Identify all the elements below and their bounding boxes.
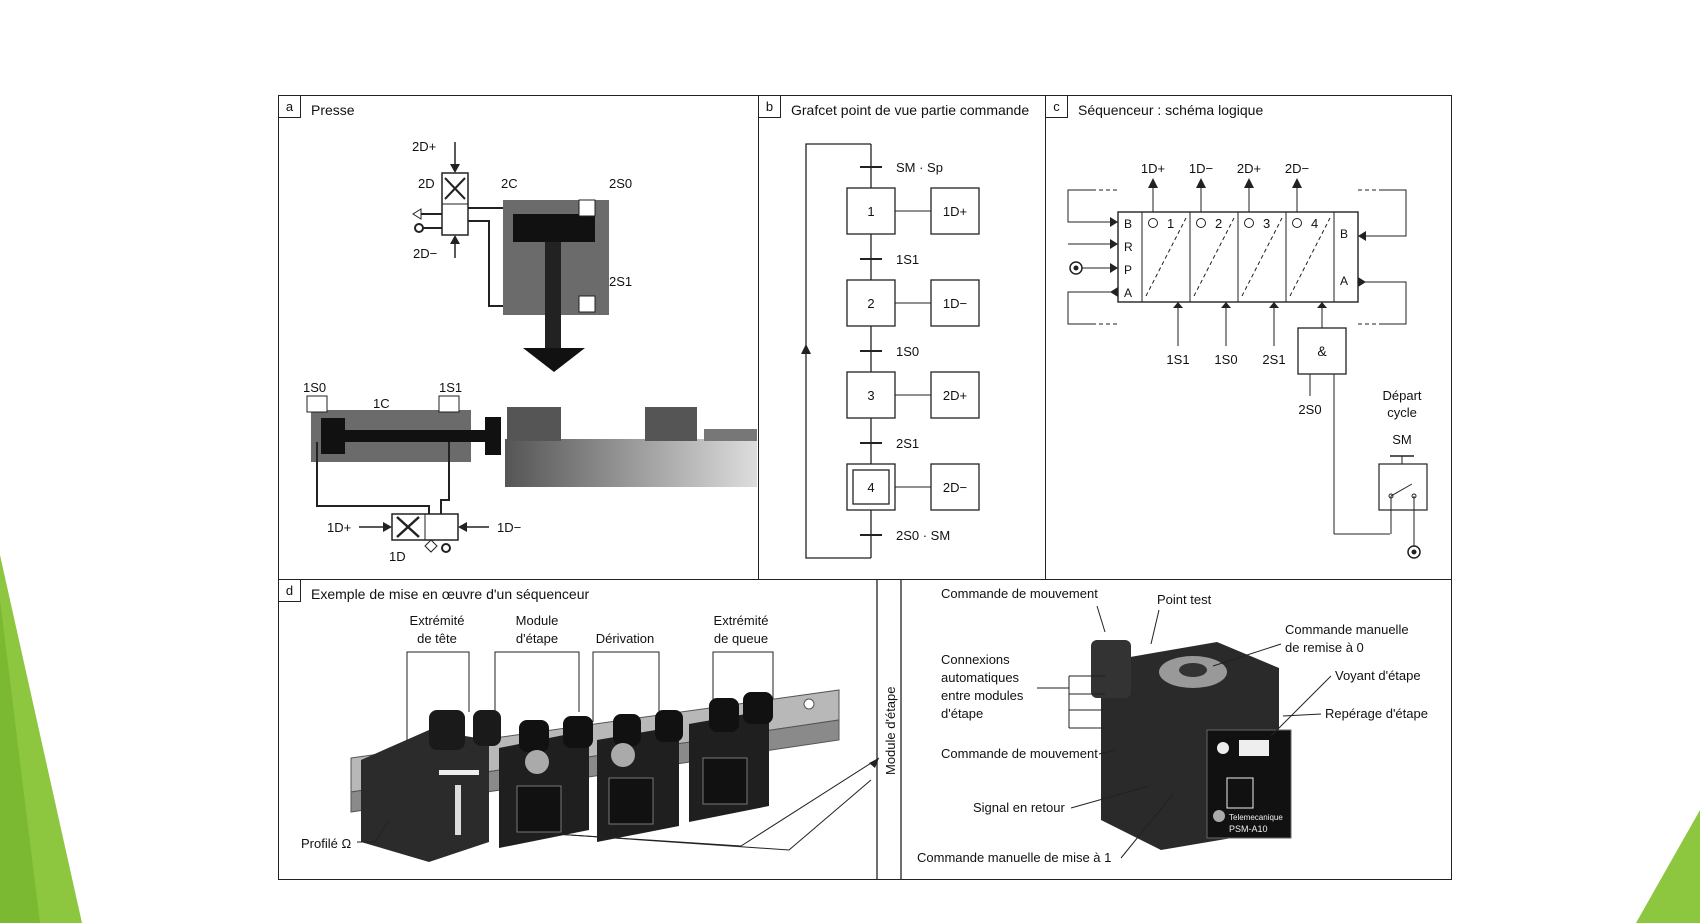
port-left-p: P [1124, 263, 1132, 277]
transition-2: 1S0 [896, 344, 919, 359]
grafcet-diagram: SM · Sp 1S1 1S0 2S1 2S0 · SM 1 2 3 4 1D+ [801, 143, 980, 559]
step-4: 4 [867, 480, 874, 495]
voyant-label: Voyant d'étape [1335, 668, 1421, 683]
derivation-label: Dérivation [596, 631, 655, 646]
switch-label: SM [1392, 432, 1412, 447]
reperage-label: Repérage d'étape [1325, 706, 1428, 721]
cmd-mouvement-top: Commande de mouvement [941, 586, 1098, 601]
input-1: 1S1 [1166, 352, 1189, 367]
label-2s1: 2S1 [609, 274, 632, 289]
panel-c-letter: c [1046, 96, 1068, 118]
label-1d-minus: 1D− [497, 520, 521, 535]
panel-b: b Grafcet point de vue partie commande S… [759, 96, 1046, 580]
port-right-b: B [1340, 227, 1348, 241]
label-2s0: 2S0 [609, 176, 632, 191]
panel-b-letter: b [759, 96, 781, 118]
connexions-4: d'étape [941, 706, 983, 721]
connexions-2: automatiques [941, 670, 1020, 685]
label-2d-minus: 2D− [413, 246, 437, 261]
transition-3: 2S1 [896, 436, 919, 451]
panel-d-title: Exemple de mise en œuvre d'un séquenceur [311, 586, 590, 602]
module-label-1: Module [516, 613, 559, 628]
step-2: 2 [867, 296, 874, 311]
cell-1: 1 [1167, 216, 1174, 231]
label-1s0: 1S0 [303, 380, 326, 395]
head-label-1: Extrémité [410, 613, 465, 628]
tail-label-2: de queue [714, 631, 768, 646]
label-1d: 1D [389, 549, 406, 564]
panel-a-letter: a [279, 96, 301, 118]
label-1d-plus: 1D+ [327, 520, 351, 535]
start-label-1: Départ [1382, 388, 1421, 403]
cell-3: 3 [1263, 216, 1270, 231]
action-4: 2D− [943, 480, 967, 495]
port-right-a: A [1340, 274, 1348, 288]
panel-d-letter: d [279, 580, 301, 602]
manual-reset-1: Commande manuelle [1285, 622, 1409, 637]
output-3: 2D+ [1237, 161, 1261, 176]
transition-0: SM · Sp [896, 160, 943, 175]
step-1: 1 [867, 204, 874, 219]
label-2d-plus: 2D+ [412, 139, 436, 154]
cell-4: 4 [1311, 216, 1318, 231]
tail-label-1: Extrémité [714, 613, 769, 628]
output-4: 2D− [1285, 161, 1309, 176]
and-gate: & [1317, 343, 1327, 359]
panel-d: d Exemple de mise en œuvre d'un séquence… [279, 580, 1451, 879]
sequencer-logic-diagram: 1 2 3 4 B R P A B A 1D+ 1D− 2D+ 2D− [1067, 161, 1428, 559]
panel-b-title: Grafcet point de vue partie commande [791, 102, 1030, 118]
step-3: 3 [867, 388, 874, 403]
and-input: 2S0 [1298, 402, 1321, 417]
cell-2: 2 [1215, 216, 1222, 231]
panel-a: a Presse 2D+ 2D 2C [279, 96, 759, 580]
signal-retour-label: Signal en retour [973, 800, 1065, 815]
action-3: 2D+ [943, 388, 967, 403]
panel-c-title: Séquenceur : schéma logique [1078, 102, 1264, 118]
profile-label: Profilé Ω [301, 836, 351, 851]
vertical-label: Module d'étape [883, 687, 898, 776]
module-label-2: d'étape [516, 631, 558, 646]
port-left-r: R [1124, 240, 1133, 254]
label-1s1: 1S1 [439, 380, 462, 395]
manual-reset-2: de remise à 0 [1285, 640, 1364, 655]
manual-set-label: Commande manuelle de mise à 1 [917, 850, 1111, 865]
input-3: 2S1 [1262, 352, 1285, 367]
point-test-label: Point test [1157, 592, 1212, 607]
label-2d: 2D [418, 176, 435, 191]
panel-a-title: Presse [311, 102, 355, 118]
connexions-3: entre modules [941, 688, 1024, 703]
model-text: PSM-A10 [1229, 824, 1268, 834]
output-1: 1D+ [1141, 161, 1165, 176]
input-2: 1S0 [1214, 352, 1237, 367]
press-diagram: 2D+ 2D 2C 2S0 2D− 2S1 [303, 139, 757, 564]
label-2c: 2C [501, 176, 518, 191]
sequencer-photo-illustration: Module d'étape Extrémité de tête Module … [301, 580, 1428, 879]
head-label-2: de tête [417, 631, 457, 646]
brand-text: Telemecanique [1229, 813, 1283, 822]
port-left-a: A [1124, 286, 1132, 300]
port-left-b: B [1124, 217, 1132, 231]
connexions-1: Connexions [941, 652, 1010, 667]
action-2: 1D− [943, 296, 967, 311]
transition-4: 2S0 · SM [896, 528, 950, 543]
action-1: 1D+ [943, 204, 967, 219]
panel-c: c Séquenceur : schéma logique 1 2 3 4 B … [1046, 96, 1451, 580]
start-label-2: cycle [1387, 405, 1417, 420]
transition-1: 1S1 [896, 252, 919, 267]
output-2: 1D− [1189, 161, 1213, 176]
sequencer-figure: a Presse 2D+ 2D 2C [278, 95, 1452, 880]
cmd-mouvement-bottom: Commande de mouvement [941, 746, 1098, 761]
label-1c: 1C [373, 396, 390, 411]
